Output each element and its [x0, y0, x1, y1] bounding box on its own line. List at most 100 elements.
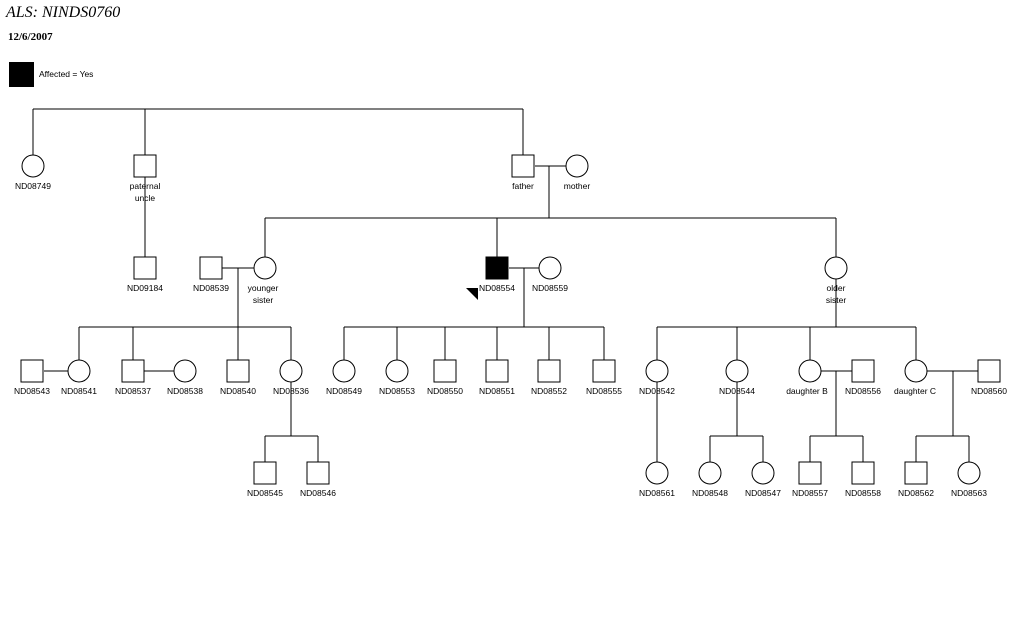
individual-label: ND08553	[379, 386, 415, 396]
female-circle-icon	[904, 359, 928, 383]
individual-label: ND08545	[247, 488, 283, 498]
pedigree-individual: ND08540	[220, 359, 256, 396]
individual-label: ND08547	[745, 488, 781, 498]
individual-label: ND08749	[15, 181, 51, 191]
individual-label: older	[827, 283, 846, 293]
female-circle-icon	[725, 359, 749, 383]
pedigree-individual: paternal uncle	[130, 154, 161, 203]
individual-label: paternal	[130, 181, 161, 191]
individual-label: ND08537	[115, 386, 151, 396]
male-square-icon	[306, 461, 330, 485]
individual-label: ND08562	[898, 488, 934, 498]
pedigree-individual: ND08556	[845, 359, 881, 396]
pedigree-individual: ND08559	[532, 256, 568, 293]
individual-label: ND08558	[845, 488, 881, 498]
pedigree-individual: ND08542	[639, 359, 675, 396]
male-square-icon	[199, 256, 223, 280]
pedigree-date: 12/6/2007	[8, 31, 53, 43]
male-square-icon	[253, 461, 277, 485]
male-square-icon	[904, 461, 928, 485]
male-square-icon	[851, 461, 875, 485]
individual-label: ND08555	[586, 386, 622, 396]
individual-label: ND08561	[639, 488, 675, 498]
individual-label: mother	[564, 181, 591, 191]
individual-label: uncle	[135, 193, 156, 203]
pedigree-individual: ND08548	[692, 461, 728, 498]
pedigree-individual: ND08536	[273, 359, 309, 396]
female-circle-icon	[824, 256, 848, 280]
individual-label: ND08548	[692, 488, 728, 498]
individual-label: ND08560	[971, 386, 1007, 396]
pedigree-individual: father	[511, 154, 535, 191]
pedigree-individual: daughter C	[894, 359, 936, 396]
male-square-icon	[121, 359, 145, 383]
pedigree-individual: ND08543	[14, 359, 50, 396]
male-square-icon	[20, 359, 44, 383]
pedigree-individual: mother	[564, 154, 591, 191]
individual-label: daughter B	[786, 386, 828, 396]
male-square-icon	[798, 461, 822, 485]
individual-label: ND08540	[220, 386, 256, 396]
pedigree-individual: ND08552	[531, 359, 567, 396]
individual-label: ND08563	[951, 488, 987, 498]
pedigree-individual: ND08545	[247, 461, 283, 498]
individual-label: father	[512, 181, 534, 191]
individual-label: ND08552	[531, 386, 567, 396]
individual-label: ND08536	[273, 386, 309, 396]
female-circle-icon	[279, 359, 303, 383]
pedigree-individual: ND08749	[15, 154, 51, 191]
female-circle-icon	[645, 359, 669, 383]
male-square-icon	[485, 359, 509, 383]
female-circle-icon	[565, 154, 589, 178]
pedigree-individual: ND08550	[427, 359, 463, 396]
individual-label: ND08557	[792, 488, 828, 498]
individual-label: ND08539	[193, 283, 229, 293]
individual-label: ND09184	[127, 283, 163, 293]
female-circle-icon	[173, 359, 197, 383]
female-circle-icon	[538, 256, 562, 280]
female-circle-icon	[385, 359, 409, 383]
female-circle-icon	[698, 461, 722, 485]
individual-label: ND08542	[639, 386, 675, 396]
proband-arrow-icon	[466, 288, 478, 300]
pedigree-individual: ND08537	[115, 359, 151, 396]
legend-affected-label: Affected = Yes	[39, 69, 93, 79]
pedigree-individual: ND08563	[951, 461, 987, 498]
legend-affected-swatch	[9, 62, 34, 87]
pedigree-individual: ND08557	[792, 461, 828, 498]
pedigree-individual: younger sister	[248, 256, 279, 305]
individual-label: ND08556	[845, 386, 881, 396]
individual-label: ND08549	[326, 386, 362, 396]
male-square-icon	[537, 359, 561, 383]
pedigree-individual: ND08546	[300, 461, 336, 498]
individual-label: daughter C	[894, 386, 936, 396]
pedigree-individual: ND08551	[479, 359, 515, 396]
individual-label: ND08551	[479, 386, 515, 396]
pedigree-individual: ND08541	[61, 359, 97, 396]
individual-label: ND08543	[14, 386, 50, 396]
female-circle-icon	[253, 256, 277, 280]
male-square-icon	[433, 359, 457, 383]
male-square-icon	[977, 359, 1001, 383]
pedigree-individual: ND08549	[326, 359, 362, 396]
individual-label: ND08538	[167, 386, 203, 396]
individual-label: ND08550	[427, 386, 463, 396]
male-square-icon	[592, 359, 616, 383]
individual-label: younger	[248, 283, 279, 293]
male-square-icon	[226, 359, 250, 383]
female-circle-icon	[957, 461, 981, 485]
male-square-icon	[851, 359, 875, 383]
individual-label: sister	[253, 295, 273, 305]
male-square-icon	[133, 154, 157, 178]
pedigree-title: ALS: NINDS0760	[6, 4, 121, 21]
pedigree-individual: ND08562	[898, 461, 934, 498]
pedigree-connectors	[32, 108, 978, 462]
female-circle-icon	[645, 461, 669, 485]
female-circle-icon	[798, 359, 822, 383]
pedigree-individual: ND08560	[971, 359, 1007, 396]
male-square-icon	[133, 256, 157, 280]
male-square-icon	[511, 154, 535, 178]
pedigree-individual: ND08561	[639, 461, 675, 498]
